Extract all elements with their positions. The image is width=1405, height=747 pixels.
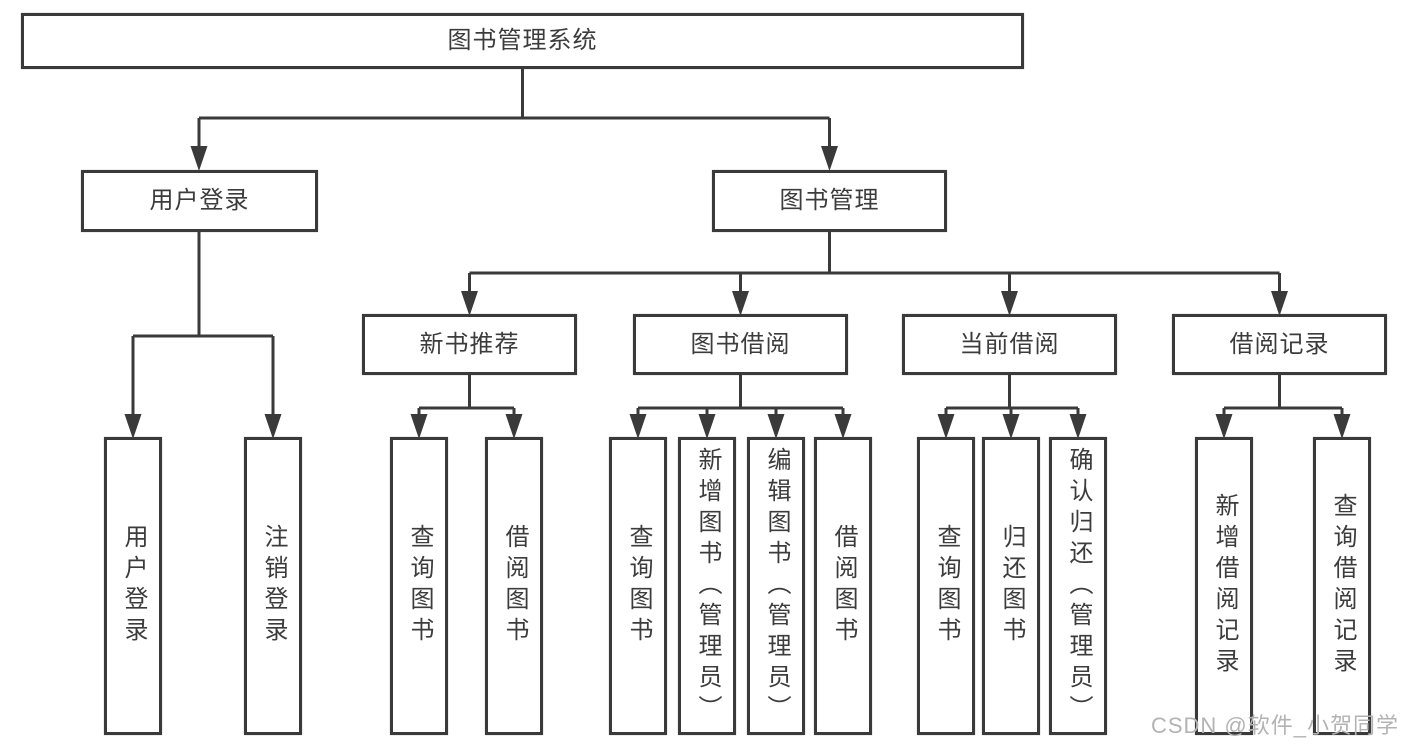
node-label: 图书管理 — [779, 187, 880, 214]
node-new-book-recommendation: 新书推荐 — [362, 314, 577, 375]
leaf-borrowing-borrow-books: 借阅图书 — [814, 437, 872, 735]
node-label: 新增图书（管理员） — [694, 446, 721, 726]
node-label: 借阅记录 — [1229, 330, 1330, 358]
node-label: 图书管理系统 — [447, 27, 598, 54]
node-label: 用户登录 — [120, 524, 147, 648]
leaf-newrec-query-books: 查询图书 — [390, 437, 448, 735]
node-library-management-system: 图书管理系统 — [21, 13, 1024, 69]
leaf-newrec-borrow-books: 借阅图书 — [485, 437, 543, 735]
leaf-borrowing-add-books-admin: 新增图书（管理员） — [678, 437, 736, 735]
leaf-current-query-books: 查询图书 — [917, 437, 975, 735]
node-label: 确认归还（管理员） — [1065, 446, 1092, 726]
node-label: 新增借阅记录 — [1211, 493, 1238, 679]
node-user-login: 用户登录 — [81, 170, 318, 232]
leaf-records-query-borrow-record: 查询借阅记录 — [1313, 437, 1371, 735]
node-label: 编辑图书（管理员） — [763, 446, 790, 726]
leaf-borrowing-query-books: 查询图书 — [609, 437, 667, 735]
node-label: 新书推荐 — [419, 330, 520, 358]
node-book-borrowing: 图书借阅 — [633, 314, 848, 375]
leaf-records-add-borrow-record: 新增借阅记录 — [1195, 437, 1253, 735]
node-label: 查询图书 — [625, 524, 652, 648]
node-label: 当前借阅 — [959, 330, 1060, 358]
node-label: 借阅图书 — [501, 524, 528, 648]
node-label: 注销登录 — [260, 524, 287, 648]
node-book-management: 图书管理 — [712, 170, 947, 232]
leaf-logout: 注销登录 — [244, 437, 302, 735]
node-current-borrowing: 当前借阅 — [902, 314, 1117, 375]
node-label: 查询图书 — [933, 524, 960, 648]
node-label: 查询图书 — [406, 524, 433, 648]
leaf-current-return-books: 归还图书 — [982, 437, 1040, 735]
leaf-current-confirm-return-admin: 确认归还（管理员） — [1049, 437, 1107, 735]
node-label: 借阅图书 — [830, 524, 857, 648]
node-borrowing-records: 借阅记录 — [1172, 314, 1387, 375]
node-label: 图书借阅 — [690, 330, 791, 358]
node-label: 用户登录 — [149, 187, 250, 214]
node-label: 归还图书 — [998, 524, 1025, 648]
leaf-user-login: 用户登录 — [104, 437, 162, 735]
leaf-borrowing-edit-books-admin: 编辑图书（管理员） — [747, 437, 805, 735]
node-label: 查询借阅记录 — [1329, 493, 1356, 679]
csdn-watermark: CSDN @软件_小贺同学 — [1150, 713, 1399, 738]
